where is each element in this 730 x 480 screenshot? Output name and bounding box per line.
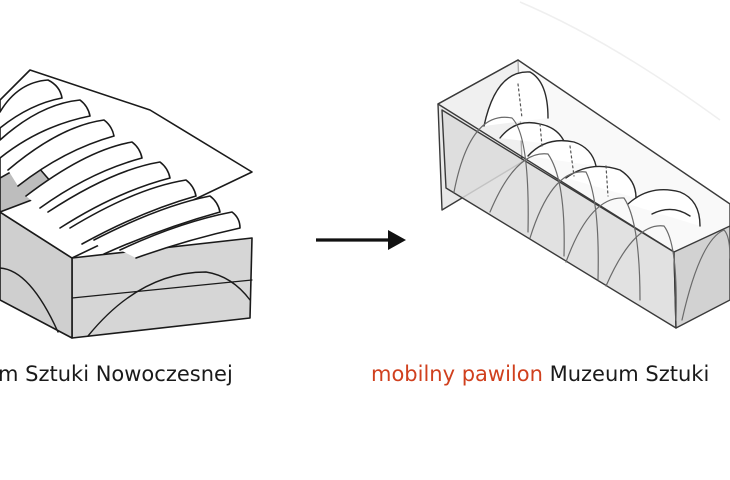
front-face-ledge [71,279,253,299]
arrow-right-icon [316,230,406,250]
mobile-pavilion-sketch [437,59,730,329]
roof-vaults [0,79,241,259]
pavilion-arches [453,116,730,321]
front-face-arch [87,271,251,337]
pavilion-dashed-supports [517,83,609,197]
pavilion-inflatable-shells [483,71,701,227]
museum-building-sketch [0,69,253,339]
caption-pavilion: mobilny pawilon Muzeum Sztuki [371,360,709,388]
background-sketch-line [519,1,721,121]
caption-pavilion-text: Muzeum Sztuki [542,362,710,386]
pavilion-end-face [673,225,730,329]
left-face-arch [0,267,59,333]
caption-museum: m Sztuki Nowoczesnej [0,360,233,388]
caption-pavilion-highlight: mobilny pawilon [371,362,543,386]
caption-museum-text: m Sztuki Nowoczesnej [0,362,233,386]
